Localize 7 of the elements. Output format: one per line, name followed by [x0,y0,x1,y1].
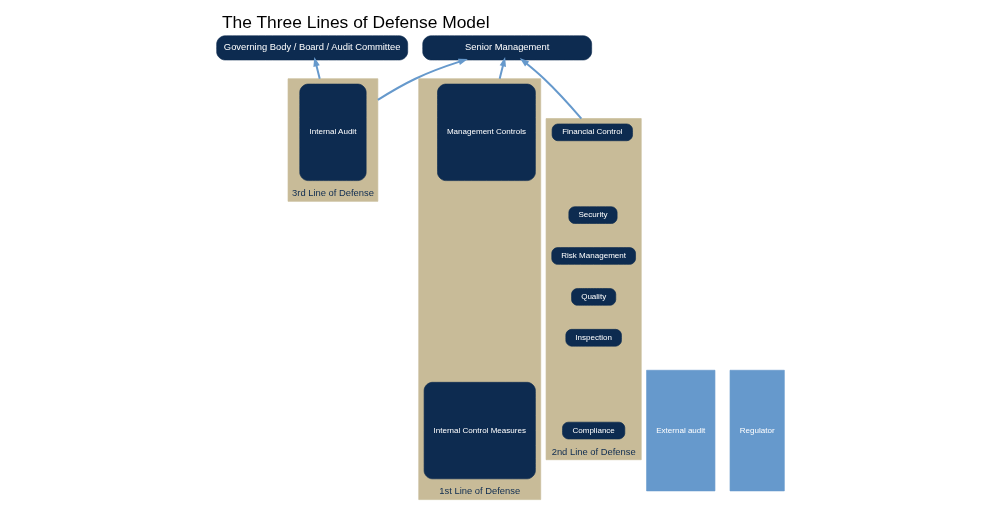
arrow [519,58,583,120]
node-box: Governing Body / Board / Audit Committee [216,35,408,61]
arrow [498,57,506,79]
arrow [313,57,321,79]
node-box: Senior Management [422,35,592,61]
arrow [377,58,468,101]
diagram-title: The Three Lines of Defense Model [221,11,490,32]
